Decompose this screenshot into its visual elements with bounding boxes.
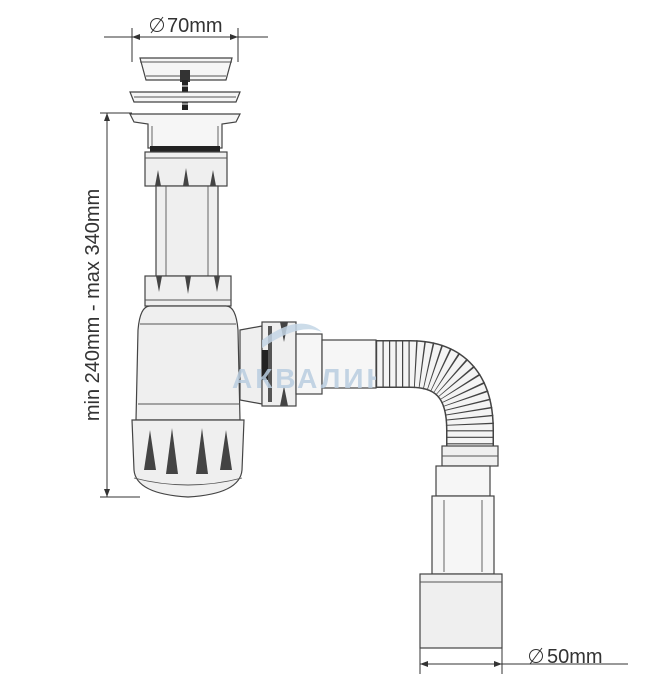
- watermark: АКВАЛИН: [232, 323, 390, 394]
- grate-cap: [139, 57, 233, 81]
- top-diameter-label: 70mm: [167, 15, 223, 37]
- drain-grate: [139, 57, 233, 82]
- outlet-pipe: [321, 339, 377, 389]
- grate-screw-head: [180, 70, 190, 82]
- arrow-right-icon: [494, 661, 502, 667]
- vertical-pipe: [155, 185, 219, 277]
- watermark-text: АКВАЛИН: [232, 363, 390, 394]
- arrow-down-icon: [104, 489, 110, 497]
- bottom-diameter-label: 50mm: [547, 646, 603, 668]
- middle-union-nut: [144, 275, 232, 307]
- diameter-symbol-icon: [529, 647, 543, 665]
- top-union-nut: [144, 151, 228, 187]
- bottle-trap-body: [135, 305, 241, 421]
- outlet-socket-50mm: [419, 573, 503, 649]
- arrow-left-icon: [132, 34, 140, 40]
- height-range-label: min 240mm - max 340mm: [82, 189, 104, 421]
- flange-seal: [150, 146, 220, 152]
- outlet-sleeve: [295, 333, 323, 395]
- flexible-corrugated-hose: [376, 340, 494, 446]
- arrow-left-icon: [420, 661, 428, 667]
- bottle-trap: [131, 305, 245, 498]
- watermark-logo-icon: [262, 323, 322, 348]
- top-diameter-dimension: 70mm: [104, 15, 268, 62]
- reducer-upper: [435, 465, 491, 497]
- outlet-flange: [129, 113, 241, 152]
- arrow-up-icon: [104, 113, 110, 121]
- diameter-symbol-icon: [150, 16, 164, 34]
- bottom-diameter-dimension: 50mm: [419, 640, 628, 674]
- reducer-pipe: [431, 495, 495, 575]
- flange-shape: [129, 113, 241, 149]
- lower-outlet-pipe: [419, 445, 503, 649]
- bottle-trap-cap: [131, 419, 245, 498]
- arrow-right-icon: [230, 34, 238, 40]
- gasket-ring: [129, 91, 241, 103]
- vertical-pipe-body: [155, 185, 219, 277]
- height-dimension: min 240mm - max 340mm: [82, 112, 140, 498]
